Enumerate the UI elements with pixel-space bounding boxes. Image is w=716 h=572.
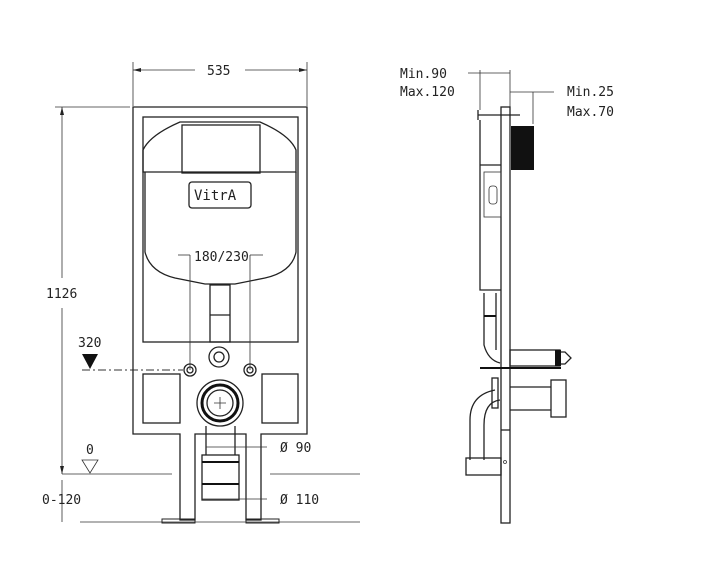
flush-plate — [511, 126, 534, 170]
width-dimension: 535 — [132, 62, 308, 106]
tank-area — [142, 116, 299, 343]
pipe-90-label: Ø 90 — [280, 441, 311, 456]
brand-logo: VitrA — [194, 188, 237, 204]
floor-level-label: 0 — [86, 443, 94, 458]
plate-max-label: Max.70 — [567, 105, 614, 120]
pipe-110-label: Ø 110 — [280, 493, 319, 508]
plate-min-label: Min.25 — [567, 85, 614, 100]
tank-top — [142, 121, 297, 173]
height-320-label: 320 — [78, 336, 101, 351]
spacing-label: 180/230 — [194, 250, 249, 265]
depth-max-label: Max.120 — [400, 85, 455, 100]
side-view: Min.90 Max.120 Min.25 Max.70 — [400, 67, 614, 524]
level-marker-open-icon — [81, 459, 99, 474]
depth-min-label: Min.90 — [400, 67, 447, 82]
vitra-logo-box — [188, 181, 252, 209]
frame-outline — [132, 106, 308, 521]
side-frame — [500, 106, 511, 524]
front-view: 535 1126 0-120 320 0 VitrA — [42, 62, 360, 524]
width-label: 535 — [207, 64, 230, 79]
height-dimension: 1126 0-120 — [42, 106, 130, 522]
level-marker-filled-icon — [82, 354, 98, 369]
floor-range-label: 0-120 — [42, 493, 81, 508]
height-label: 1126 — [46, 287, 77, 302]
outlet-icon — [196, 379, 244, 427]
